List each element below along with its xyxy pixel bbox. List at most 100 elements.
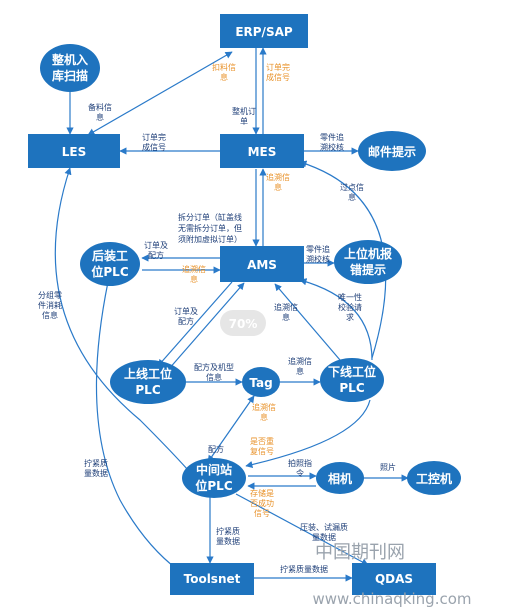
node-mail-label: 邮件提示	[368, 144, 416, 159]
label-sub-parts-3: 信息	[42, 310, 58, 320]
label-order-config-rear-2: 配方	[148, 250, 164, 260]
label-press-leak-1: 压装、试漏质	[300, 522, 348, 532]
label-recipe-mid: 配方	[208, 444, 224, 454]
connectors	[54, 47, 409, 582]
label-unique-check-2: 校验请	[338, 302, 362, 312]
node-mid-plc-label-2: 位PLC	[195, 478, 232, 493]
label-redo-signal-2: 复信号	[250, 446, 274, 456]
node-erp-label: ERP/SAP	[235, 25, 293, 39]
edge-les-erp	[87, 51, 233, 136]
node-toolsnet-label: Toolsnet	[184, 572, 241, 586]
node-toolsnet[interactable]: Toolsnet	[170, 563, 254, 595]
edge-offline-mid	[245, 399, 371, 469]
edge-offline-ams	[274, 283, 341, 361]
node-mes-label: MES	[248, 145, 277, 159]
label-parts-trace-ams-2: 溯校核	[306, 254, 330, 264]
node-upper-alarm[interactable]: 上位机报 错提示	[334, 240, 402, 284]
node-offline-plc[interactable]: 下线工位 PLC	[320, 358, 384, 402]
label-order-config-online-1: 订单及	[174, 306, 198, 316]
label-order-done-erp-1: 订单完	[266, 62, 290, 72]
label-trace-info-tag-1: 追溯信	[288, 356, 312, 366]
node-online-plc[interactable]: 上线工位 PLC	[110, 360, 186, 404]
label-prep-info-2: 息	[96, 112, 104, 122]
label-torque-mid-2: 量数据	[216, 536, 240, 546]
label-recipe-model-1: 配方及机型	[194, 362, 234, 372]
label-trace-info-rear-2: 息	[190, 274, 198, 284]
node-offline-plc-label-2: PLC	[339, 381, 364, 395]
node-ams[interactable]: AMS	[220, 246, 304, 282]
label-split-order-2: 无需拆分订单，但	[178, 223, 242, 233]
label-unique-check-3: 求	[346, 312, 354, 322]
node-ipc-label: 工控机	[416, 471, 452, 486]
label-store-signal-1: 存储是	[250, 488, 274, 498]
node-mes[interactable]: MES	[220, 134, 304, 168]
label-split-order-3: 须附加虚拟订单）	[178, 234, 242, 244]
node-ams-label: AMS	[247, 258, 277, 272]
node-erp-sap[interactable]: ERP/SAP	[220, 14, 308, 48]
label-order-done-les-2: 成信号	[142, 142, 166, 152]
edge-mes-offline	[299, 160, 387, 359]
overlay-percent: 70%	[229, 317, 258, 331]
label-trace-info-ams-1: 追溯信	[274, 302, 298, 312]
label-sub-parts-2: 件消耗	[38, 300, 62, 310]
watermark: 中国期刊网 www.chinaqking.com	[312, 542, 471, 608]
node-scan[interactable]: 整机入 库扫描	[40, 44, 100, 92]
node-scan-label-2: 库扫描	[52, 68, 88, 83]
label-mes-order-2: 单	[240, 116, 248, 126]
label-store-signal-2: 否成功	[250, 498, 274, 508]
edge-ams-online	[157, 281, 233, 367]
label-torque-bottom: 拧紧质量数据	[280, 564, 328, 574]
label-checkpoint-info-2: 息	[348, 192, 356, 202]
label-photo-cmd-1: 拍照指	[288, 458, 312, 468]
label-parts-trace-2: 溯校核	[320, 142, 344, 152]
label-split-order-1: 拆分订单（缸盖线	[178, 212, 242, 222]
label-trace-info-mid-1: 追溯信	[252, 402, 276, 412]
progress-overlay: 70%	[220, 310, 266, 336]
label-trace-info-mid-2: 息	[260, 412, 268, 422]
node-les[interactable]: LES	[28, 134, 120, 168]
label-trace-info-rear-1: 追溯信	[182, 264, 206, 274]
node-camera[interactable]: 相机	[316, 462, 364, 494]
node-scan-label-1: 整机入	[51, 52, 88, 67]
label-deduct-info-1: 扣料信	[212, 62, 236, 72]
node-mail[interactable]: 邮件提示	[358, 131, 426, 171]
node-mid-plc[interactable]: 中间站 位PLC	[182, 458, 246, 498]
edge-labels: 扣料信 息 订单完 成信号 备料信 息 整机订 单 订单完 成信号 零件追 溯校…	[38, 62, 396, 574]
label-store-signal-3: 信号	[254, 508, 270, 518]
label-parts-trace-1: 零件追	[320, 132, 344, 142]
watermark-url: www.chinaqking.com	[312, 590, 471, 608]
watermark-cn: 中国期刊网	[315, 542, 405, 563]
label-order-config-online-2: 配方	[178, 316, 194, 326]
node-upper-alarm-label-2: 错提示	[350, 262, 386, 277]
label-prep-info-1: 备料信	[88, 102, 112, 112]
node-qdas[interactable]: QDAS	[352, 563, 436, 595]
edge-mid-tag	[207, 395, 255, 463]
node-online-plc-label-1: 上线工位	[124, 366, 172, 381]
node-rear-plc[interactable]: 后装工 位PLC	[80, 242, 140, 286]
node-upper-alarm-label-1: 上位机报	[344, 246, 392, 261]
label-trace-info-tag-2: 息	[296, 366, 304, 376]
edge-rear-toolsnet	[95, 281, 179, 571]
node-camera-label: 相机	[328, 471, 352, 486]
node-mid-plc-label-1: 中间站	[196, 462, 232, 477]
label-order-done-erp-2: 成信号	[266, 72, 290, 82]
node-les-label: LES	[62, 145, 87, 159]
label-photo-cmd-2: 令	[296, 468, 304, 478]
node-ipc[interactable]: 工控机	[407, 461, 461, 495]
edge-online-ams	[167, 282, 245, 371]
node-rear-plc-label-1: 后装工	[92, 248, 128, 263]
edge-les-mid	[54, 167, 189, 471]
label-order-config-rear-1: 订单及	[144, 240, 168, 250]
node-qdas-label: QDAS	[375, 572, 413, 586]
label-unique-check-1: 唯一性	[338, 292, 362, 302]
label-trace-info-ams-2: 息	[282, 312, 290, 322]
label-torque-mid-1: 拧紧质	[216, 526, 240, 536]
node-tag[interactable]: Tag	[242, 367, 280, 397]
node-tag-label: Tag	[249, 376, 272, 390]
label-photo: 照片	[380, 462, 396, 472]
node-rear-plc-label-2: 位PLC	[91, 264, 128, 279]
label-press-leak-2: 量数据	[312, 532, 336, 542]
label-trace-info-mes-1: 追溯信	[266, 172, 290, 182]
